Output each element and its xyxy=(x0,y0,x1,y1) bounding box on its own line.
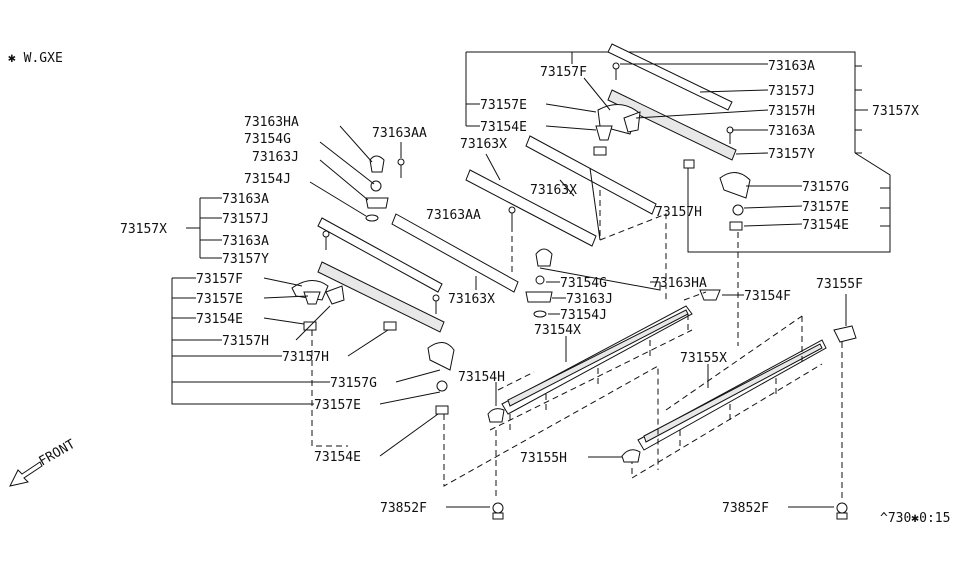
label-73163ha-a: 73163HA xyxy=(244,115,299,130)
fastener-stack-center xyxy=(525,248,553,318)
label-73154f: 73154F xyxy=(744,289,791,304)
screw-73163aa-left xyxy=(397,158,405,178)
dashed-guides xyxy=(443,232,843,500)
label-73157h-top: 73157H xyxy=(768,104,815,119)
front-rail-bracket xyxy=(291,280,345,331)
leader-73154j-a xyxy=(309,181,367,217)
footer-code: ^730✱0:15 xyxy=(880,511,950,526)
crossbar-73163x-rear xyxy=(525,135,657,241)
front-screw-icon xyxy=(322,230,440,314)
label-73154e-left: 73154E xyxy=(196,312,243,327)
label-73155f: 73155F xyxy=(816,277,863,292)
end-piece-73155h xyxy=(621,449,641,463)
label-73154g-a: 73154G xyxy=(244,132,291,147)
label-73157j-left: 73157J xyxy=(222,212,269,227)
label-73157e-left: 73157E xyxy=(196,292,243,307)
label-73154j-a: 73154J xyxy=(244,172,291,187)
label-73154x: 73154X xyxy=(534,323,581,338)
label-73163a-top: 73163A xyxy=(768,59,815,74)
leader-73163x-a xyxy=(485,153,501,181)
label-73157f-top: 73157F xyxy=(540,65,587,80)
rear-group-bracket xyxy=(465,51,891,253)
label-73155x: 73155X xyxy=(680,351,727,366)
label-73852f-right: 73852F xyxy=(722,501,769,516)
label-73163a-left2: 73163A xyxy=(222,234,269,249)
label-73157e-left2: 73157E xyxy=(314,398,361,413)
clip-73154f xyxy=(699,289,721,301)
label-73157e-right: 73157E xyxy=(802,200,849,215)
screw-73163aa-center xyxy=(508,206,516,276)
label-73163a-top2: 73163A xyxy=(768,124,815,139)
step-molding-73154x xyxy=(489,291,707,431)
label-73163x-b: 73163X xyxy=(530,183,577,198)
grommet-73852f-right xyxy=(836,502,848,520)
label-73163aa-b: 73163AA xyxy=(426,208,481,223)
label-73154j-b: 73154J xyxy=(560,308,607,323)
variant-note: ✱ W.GXE xyxy=(8,51,63,66)
dashed-guide-center xyxy=(599,213,667,300)
label-73157j-top: 73157J xyxy=(768,84,815,99)
leader-73163ha-a xyxy=(339,125,373,163)
label-73157e-top: 73157E xyxy=(480,98,527,113)
label-73154e-right: 73154E xyxy=(802,218,849,233)
label-73154e-bottom: 73154E xyxy=(314,450,361,465)
grommet-73852f-left xyxy=(492,502,504,520)
leader-73154g-a xyxy=(319,141,375,185)
label-73157y-left: 73157Y xyxy=(222,252,269,267)
front-rail-strip xyxy=(317,217,445,333)
rear-leaders xyxy=(545,63,803,227)
crossbar-73163x-front xyxy=(391,213,519,293)
front-end-cap xyxy=(383,321,455,415)
label-73157f-left: 73157F xyxy=(196,272,243,287)
front-group-bracket xyxy=(171,197,330,405)
label-73157x-top: 73157X xyxy=(872,104,919,119)
label-73157h-left2: 73157H xyxy=(282,350,329,365)
label-73157g-right: 73157G xyxy=(802,180,849,195)
label-73154g-b: 73154G xyxy=(560,276,607,291)
rear-end-cap xyxy=(683,159,751,231)
label-73163x-c: 73163X xyxy=(448,292,495,307)
front-label: FRONT xyxy=(37,437,79,470)
crossbar-73163x-center xyxy=(465,169,597,247)
label-73157y-top: 73157Y xyxy=(768,147,815,162)
label-73852f-left: 73852F xyxy=(380,501,427,516)
label-73157h-center: 73157H xyxy=(655,205,702,220)
leader-73163x-b xyxy=(559,179,575,197)
label-73163j-a: 73163J xyxy=(252,150,299,165)
front-arrow-icon xyxy=(9,461,43,487)
rear-rail-strip xyxy=(607,43,737,161)
label-73163j-b: 73163J xyxy=(566,292,613,307)
fastener-stack-left xyxy=(365,155,389,222)
label-73155h: 73155H xyxy=(520,451,567,466)
label-73163aa-a: 73163AA xyxy=(372,126,427,141)
label-73163a-left: 73163A xyxy=(222,192,269,207)
leader-73163j-a xyxy=(319,159,369,201)
clip-73155f xyxy=(833,294,857,343)
label-73157x-left: 73157X xyxy=(120,222,167,237)
leader-73163ha-b-2 xyxy=(539,267,661,291)
label-73163ha-b: 73163HA xyxy=(652,276,707,291)
label-73157h-left: 73157H xyxy=(222,334,269,349)
end-piece-73154h xyxy=(487,408,505,423)
label-73157g-left: 73157G xyxy=(330,376,377,391)
rear-clip-icon xyxy=(593,125,613,156)
label-73163x-a: 73163X xyxy=(460,137,507,152)
front-leaders xyxy=(263,277,441,457)
step-molding-73155x xyxy=(631,315,827,479)
label-73154h: 73154H xyxy=(458,370,505,385)
label-73154e-top: 73154E xyxy=(480,120,527,135)
